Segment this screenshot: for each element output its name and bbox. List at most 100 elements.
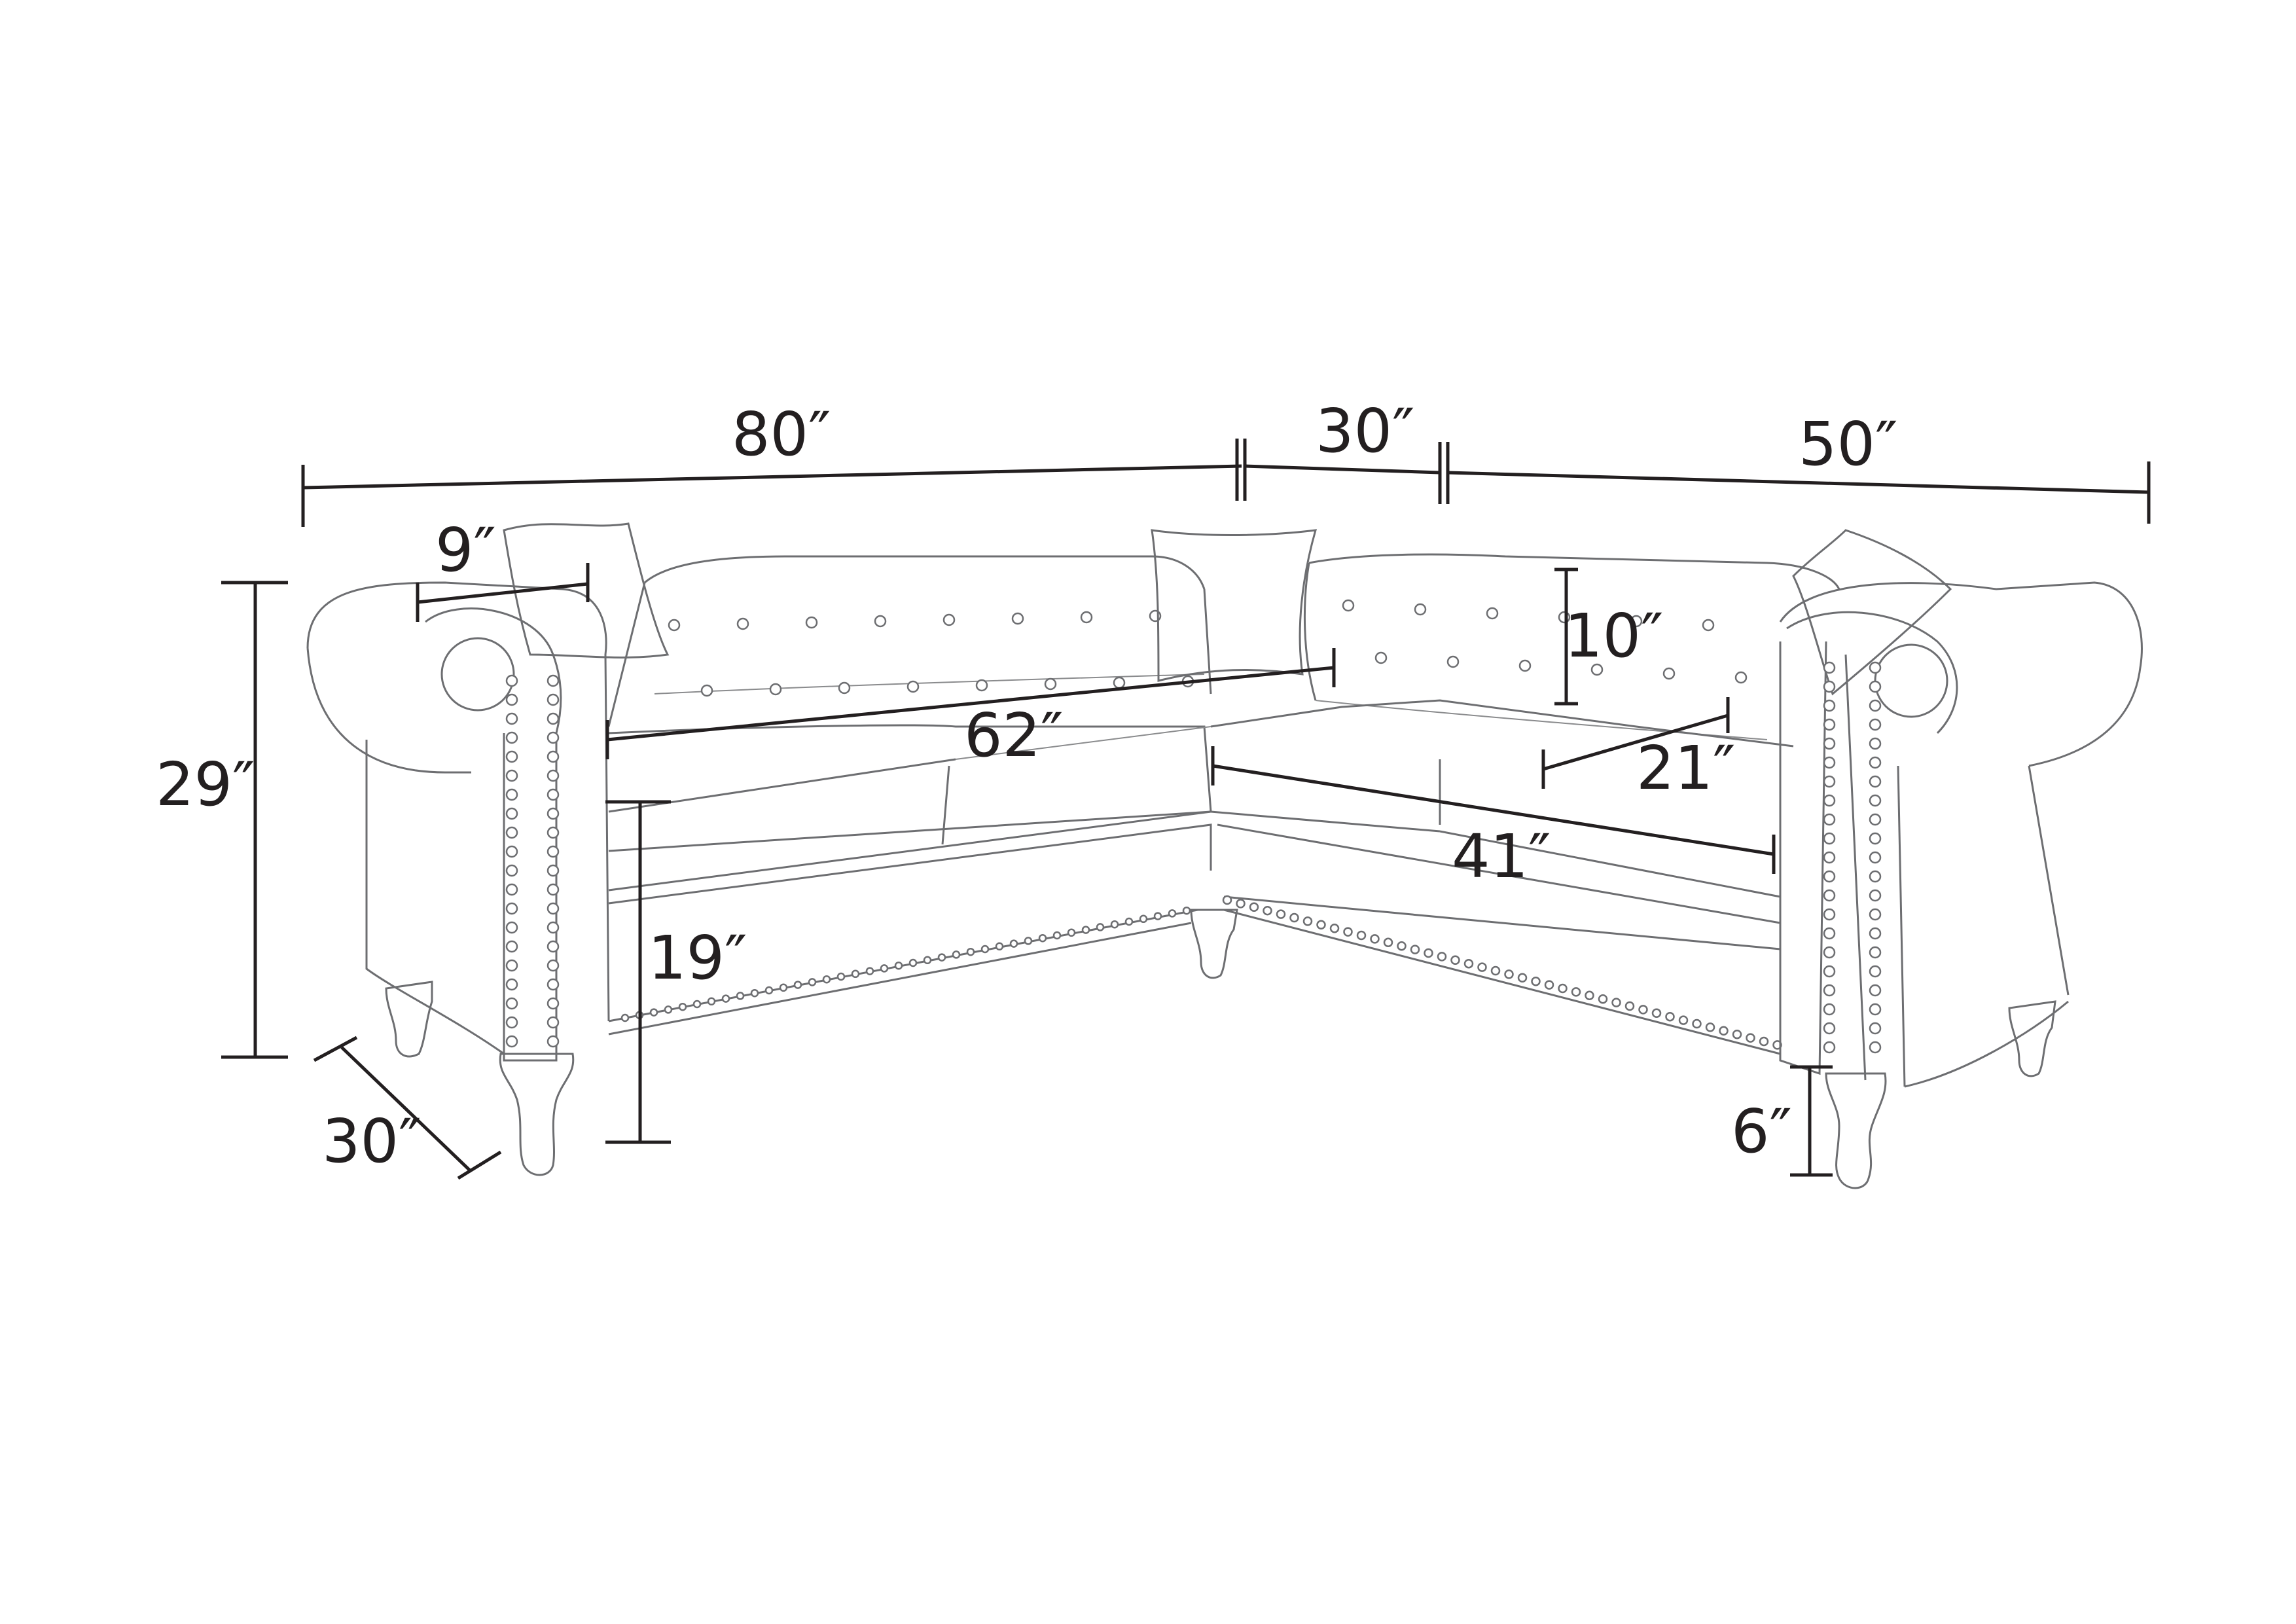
nailhead-stud <box>505 997 518 1010</box>
nailhead-stud <box>505 731 518 744</box>
nailhead-stud <box>995 942 1004 951</box>
tuft-button <box>1518 659 1532 672</box>
depth-tick-bottom <box>457 1150 502 1180</box>
nailhead-stud <box>1236 899 1246 909</box>
nailhead-stud <box>1869 1022 1882 1035</box>
nailhead-stud <box>1823 1022 1836 1035</box>
nailhead-stud <box>1067 928 1076 937</box>
nailhead-stud <box>1558 983 1568 994</box>
nailhead-stud <box>505 864 518 877</box>
nailhead-stud <box>1504 969 1514 979</box>
nailhead-stud <box>1823 775 1836 788</box>
nailhead-stud <box>547 1016 560 1029</box>
nailhead-stud <box>1823 737 1836 750</box>
seat-depth-line <box>1543 713 1729 771</box>
nailhead-stud <box>1746 1033 1755 1043</box>
nailhead-stud <box>736 992 745 1000</box>
nailhead-stud <box>865 967 874 975</box>
tuft-button <box>1414 603 1427 616</box>
leg-height-label: 6″ <box>1731 1096 1792 1166</box>
nailhead-stud <box>1869 756 1882 769</box>
nailhead-stud <box>547 788 560 801</box>
nailhead-stud <box>1869 851 1882 864</box>
front-left-leg <box>499 1053 575 1176</box>
nailhead-stud <box>721 994 730 1003</box>
nailhead-stud <box>707 997 716 1006</box>
nailhead-stud <box>1383 937 1393 948</box>
nailhead-stud <box>1823 832 1836 845</box>
nailhead-stud <box>1009 939 1018 948</box>
nailhead-stud <box>1869 832 1882 845</box>
nailhead-stud <box>1024 937 1033 945</box>
nailhead-stud <box>1463 958 1474 969</box>
nailhead-stud <box>1598 994 1608 1004</box>
right-rolled-arm <box>1779 581 2143 1088</box>
nailhead-stud <box>1611 998 1621 1007</box>
nailhead-stud <box>692 1000 702 1009</box>
tuft-button <box>1662 667 1676 680</box>
right-back-tufted <box>1303 553 1840 740</box>
nailhead-stud <box>1823 889 1836 902</box>
tuft-button <box>1734 671 1748 684</box>
nailhead-stud <box>1249 902 1259 912</box>
tuft-button <box>769 683 782 696</box>
nailhead-stud <box>1869 680 1882 693</box>
nailhead-stud <box>1370 934 1380 944</box>
tuft-button <box>1113 676 1126 689</box>
nailhead-stud <box>1276 909 1286 919</box>
left-seat-width-label: 62″ <box>964 700 1063 770</box>
nailhead-stud <box>547 674 560 687</box>
nailhead-stud <box>547 864 560 877</box>
seat-height-label: 19″ <box>648 923 747 993</box>
nailhead-stud <box>1110 920 1119 929</box>
nailhead-stud <box>505 788 518 801</box>
nailhead-stud <box>1289 912 1299 923</box>
seat-depth-label: 21″ <box>1636 733 1735 803</box>
nailhead-stud <box>547 902 560 915</box>
nailhead-stud <box>1869 927 1882 940</box>
nailhead-stud <box>547 883 560 896</box>
nailhead-stud <box>1823 1041 1836 1054</box>
nailhead-stud <box>836 972 846 981</box>
nailhead-stud <box>980 945 990 954</box>
sofa-illustration <box>306 522 2143 1189</box>
tuft-button <box>838 681 851 695</box>
tuft-button <box>668 619 681 632</box>
nailhead-stud <box>547 845 560 858</box>
nailhead-stud <box>547 959 560 972</box>
nailhead-stud <box>966 947 975 956</box>
depth-line <box>340 1046 473 1173</box>
left-seat-width-line <box>607 666 1335 742</box>
nailhead-stud <box>851 969 860 979</box>
nailhead-stud <box>1823 756 1836 769</box>
nailhead-stud <box>1424 948 1433 958</box>
nailhead-stud <box>1759 1036 1769 1047</box>
overall-right-length-label: 50″ <box>1799 409 1897 479</box>
nailhead-stud <box>1719 1026 1729 1036</box>
overall-depth-label: 30″ <box>322 1106 421 1176</box>
nailhead-stud <box>1477 962 1487 972</box>
nailhead-stud <box>1651 1008 1662 1019</box>
nailhead-stud <box>1823 870 1836 883</box>
back-right-leg <box>2008 1000 2056 1077</box>
nailhead-stud <box>505 883 518 896</box>
nailhead-stud <box>1869 718 1882 731</box>
nailhead-stud <box>547 978 560 991</box>
nailhead-stud <box>1732 1029 1742 1039</box>
tuft-button <box>906 680 920 693</box>
nailhead-stud <box>1823 813 1836 826</box>
nailhead-stud <box>1823 680 1836 693</box>
nailhead-stud <box>1869 870 1882 883</box>
nailhead-stud <box>1544 980 1554 990</box>
nailhead-stud <box>894 961 903 970</box>
nailhead-stud <box>1571 987 1581 997</box>
nailhead-stud <box>547 731 560 744</box>
nailhead-stud <box>952 950 961 959</box>
tuft-button <box>1080 611 1093 624</box>
nailhead-stud <box>1356 930 1367 941</box>
tuft-button <box>700 684 713 697</box>
nailhead-stud <box>678 1002 687 1011</box>
corner-leg <box>1190 909 1238 979</box>
nailhead-stud <box>620 1013 630 1022</box>
right-pillow <box>1792 529 1952 696</box>
